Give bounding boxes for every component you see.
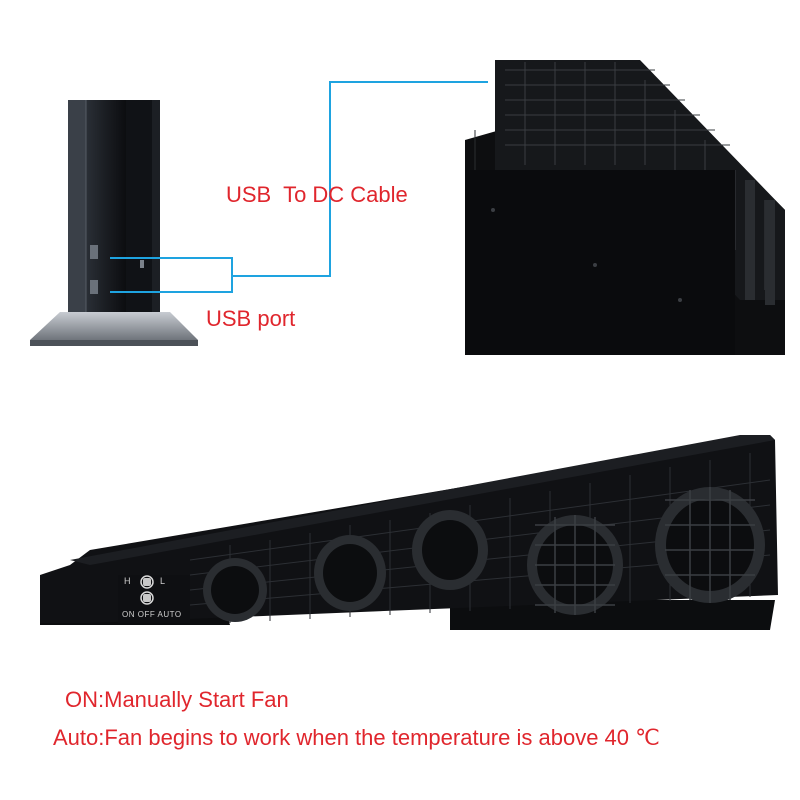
cooling-fan-closeup-icon — [465, 50, 790, 355]
caption-on-mode: ON:Manually Start Fan — [65, 687, 289, 712]
cable-label: USB To DC Cable — [226, 182, 408, 207]
switch-h-label: H — [124, 576, 131, 586]
switch-l-label: L — [160, 576, 166, 586]
switch-mode-labels: ON OFF AUTO — [122, 610, 182, 619]
caption-auto-mode: Auto:Fan begins to work when the tempera… — [53, 725, 660, 750]
cooling-fan-bar-icon — [40, 435, 778, 630]
usb-port-label: USB port — [206, 306, 296, 331]
fan-icon — [314, 535, 386, 611]
vertical-console-icon — [30, 100, 198, 346]
fan-icon — [203, 558, 267, 622]
fan-icon — [412, 510, 488, 590]
